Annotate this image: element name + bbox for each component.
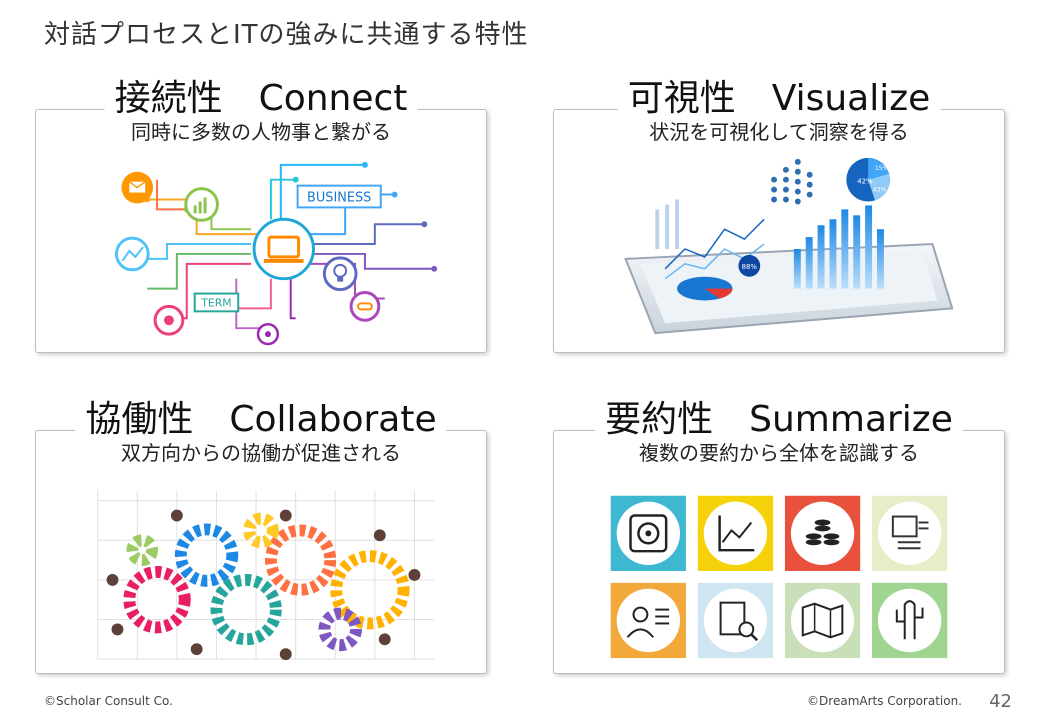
footer-copyright-left: ©Scholar Consult Co. — [44, 694, 173, 708]
gears-teamwork-graphic — [97, 490, 435, 661]
chart-icon — [184, 187, 219, 222]
summarize-illustration — [554, 471, 1004, 667]
tile-profile — [610, 582, 686, 659]
panel-collaborate-heading: 協働性 Collaborate — [75, 397, 447, 443]
dot-columns — [771, 158, 813, 205]
panel-summarize-subtitle: 複数の要約から全体を認識する — [639, 441, 919, 465]
tile-map — [784, 582, 861, 659]
panel-summarize: 要約性 Summarize 複数の要約から全体を認識する — [553, 397, 1005, 674]
panel-summarize-heading: 要約性 Summarize — [595, 397, 963, 443]
panel-visualize-heading: 可視性 Visualize — [617, 76, 941, 122]
tile-calendar — [872, 495, 948, 571]
tile-coins — [784, 495, 861, 571]
visualize-illustration: 42% 15% 43% 88% — [554, 150, 1004, 346]
gears-icon — [153, 304, 185, 336]
term-label: TERM — [193, 292, 240, 313]
gear-pink — [123, 566, 191, 634]
slide-title: 対話プロセスとITの強みに共通する特性 — [44, 20, 529, 50]
business-label-text: BUSINESS — [307, 190, 371, 205]
collaborate-illustration — [36, 471, 486, 667]
laptop-icon — [252, 217, 315, 281]
term-label-text: TERM — [200, 296, 231, 309]
tile-cactus — [872, 582, 948, 659]
column-grid — [655, 199, 680, 249]
gauge-label: 88% — [742, 263, 758, 271]
panel-visualize-subtitle: 状況を可視化して洞察を得る — [649, 120, 909, 144]
tablet-dashboard-graphic: 42% 15% 43% 88% — [624, 157, 954, 335]
pie-label-43: 43% — [873, 187, 887, 194]
gear-yellow — [330, 550, 410, 630]
panel-connect: 接続性 Connect 同時に多数の人物事と繋がる — [35, 76, 487, 353]
gear-teal — [210, 573, 282, 646]
tile-speaker — [610, 495, 686, 571]
gear-purple — [318, 607, 362, 652]
connect-illustration: BUSINESS TERM — [36, 150, 486, 346]
footer-copyright-right: ©DreamArts Corporation. — [807, 694, 962, 708]
people-at-desks — [106, 509, 421, 661]
gauge-88: 88% — [738, 254, 761, 277]
envelope-icon — [121, 171, 154, 204]
panel-visualize: 可視性 Visualize 状況を可視化して洞察を得る — [553, 76, 1005, 353]
gear-blue — [174, 523, 239, 587]
circuit-network-graphic: BUSINESS TERM — [114, 161, 438, 346]
bar-chart — [793, 205, 884, 289]
panel-collaborate-subtitle: 双方向からの協働が促進される — [121, 441, 401, 465]
pie-label-42: 42% — [857, 178, 873, 186]
pie-chart-3d — [677, 276, 733, 301]
link-icon — [349, 291, 381, 322]
tile-line-chart — [697, 495, 774, 571]
page-number: 42 — [989, 691, 1012, 712]
gear-orange — [264, 524, 337, 596]
gear-small-yellow — [243, 512, 279, 549]
panel-connect-subtitle: 同時に多数の人物事と繋がる — [131, 120, 391, 144]
summary-icon-grid — [610, 495, 948, 659]
pie-chart-small: 42% 15% 43% — [846, 157, 890, 202]
business-label: BUSINESS — [296, 184, 382, 209]
tile-report-search — [697, 582, 774, 659]
network-icon — [256, 322, 280, 346]
lightbulb-icon — [322, 256, 358, 292]
panel-collaborate: 協働性 Collaborate 双方向からの協働が促進される — [35, 397, 487, 674]
panel-connect-heading: 接続性 Connect — [104, 76, 418, 122]
gear-small-green — [126, 534, 159, 567]
pie-label-15: 15% — [875, 165, 889, 172]
line-chart-icon — [114, 236, 150, 272]
